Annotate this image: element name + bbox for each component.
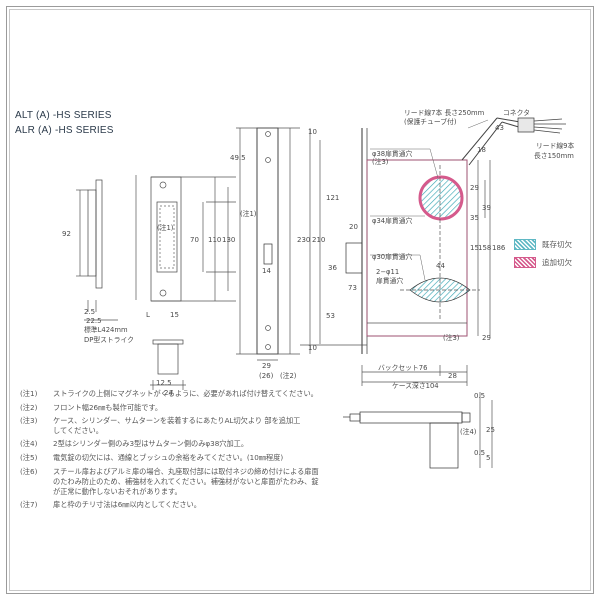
dim-39: 39 bbox=[482, 204, 491, 212]
note-1: (注1)ストライクの上側にマグネットがくるように、必要があれば付け替えてください… bbox=[20, 389, 318, 398]
dim-110: 110 bbox=[208, 236, 221, 244]
dim-49-5: 49.5 bbox=[230, 154, 246, 162]
dim-44: 44 bbox=[436, 262, 445, 270]
dimension-labels: 92 22.5 2.5 L 15 70 110 130 49.5 14 29 (… bbox=[62, 124, 506, 462]
dim-210: 210 bbox=[312, 236, 325, 244]
dim-15: 15 bbox=[170, 311, 179, 319]
callout-hole-11: 2−φ11 bbox=[376, 268, 399, 276]
dim-36: 36 bbox=[328, 264, 337, 272]
strike-side-view bbox=[76, 179, 118, 321]
note-5: (注5)電気錠の切欠には、通線とブッシュの余裕をみてください。(10㎜程度) bbox=[20, 453, 284, 462]
dim-35: 35 bbox=[470, 214, 479, 222]
note-6: (注6)スチール扉およびアルミ扉の場合、丸座取付部には取付ネジの締め付けによる扉… bbox=[20, 467, 319, 476]
lock-case-side-view bbox=[300, 117, 566, 386]
callout-backset: バックセット76 bbox=[378, 364, 427, 372]
dim-15r: 15 bbox=[470, 244, 479, 252]
lock-front-plate bbox=[236, 127, 300, 361]
dim-158: 158 bbox=[478, 244, 491, 252]
callout-striker-std: 標準L424mm bbox=[84, 325, 128, 334]
note-7: (注7)扉と枠のチリ寸法は6㎜以内としてください。 bbox=[20, 500, 201, 509]
callout-note1b: (注1) bbox=[240, 209, 257, 218]
dim-0-5b: 0.5 bbox=[474, 449, 485, 457]
callout-tube: (保護チューブ付) bbox=[404, 117, 457, 126]
legend-label-existing: 既存切欠 bbox=[542, 240, 572, 249]
dim-43: 43 bbox=[495, 124, 504, 132]
dim-L: L bbox=[146, 311, 150, 319]
callout-note3: (注3) bbox=[443, 333, 460, 342]
dim-18: 18 bbox=[477, 146, 486, 154]
callout-lead9-length: 長さ150mm bbox=[534, 152, 574, 160]
strike-bottom-view bbox=[150, 339, 186, 390]
dim-29: 29 bbox=[262, 362, 271, 370]
callout-note2: (注2) bbox=[280, 371, 297, 380]
cylinder-detail bbox=[343, 392, 493, 469]
note-3-cont: してください。 bbox=[53, 426, 103, 435]
dim-22-5: 22.5 bbox=[86, 317, 102, 325]
leader-lines bbox=[370, 119, 489, 281]
callout-note1: (注1) bbox=[157, 223, 174, 232]
callout-connector: コネクタ bbox=[503, 108, 530, 117]
dim-53: 53 bbox=[326, 312, 335, 320]
callout-hole-34: φ34扉貫通穴 bbox=[372, 216, 413, 225]
callout-hole-38: φ38扉貫通穴 bbox=[372, 149, 413, 158]
callout-note4: (注4) bbox=[460, 427, 477, 436]
note-4: (注4)2型はシリンダー側のみ3型はサムターン側のみφ38穴加工。 bbox=[20, 439, 249, 448]
dim-29b: 29 bbox=[482, 334, 491, 342]
dim-10a: 10 bbox=[308, 128, 317, 136]
dim-70: 70 bbox=[190, 236, 199, 244]
callout-lead9: リード線9本 bbox=[536, 141, 575, 150]
dim-92: 92 bbox=[62, 230, 71, 238]
legend-swatch-existing bbox=[514, 239, 536, 250]
dim-230: 230 bbox=[297, 236, 310, 244]
series-title-alt: ALT (A) -HS SERIES bbox=[15, 110, 112, 121]
callout-lead-wire: リード線7本 長さ250mm bbox=[404, 108, 485, 117]
dim-121: 121 bbox=[326, 194, 339, 202]
dim-20: 20 bbox=[349, 223, 358, 231]
dim-26: (26) bbox=[259, 372, 274, 380]
dim-186: 186 bbox=[492, 244, 506, 252]
dim-28: 28 bbox=[448, 372, 457, 380]
page-frame bbox=[6, 6, 594, 594]
note-3: (注3)ケース、シリンダー、サムターンを装着するにあたりAL切欠より 部を追加工 bbox=[20, 416, 301, 425]
dim-24: 24 bbox=[164, 389, 173, 397]
dim-10b: 10 bbox=[308, 344, 317, 352]
note-2: (注2)フロント幅26㎜も製作可能です。 bbox=[20, 403, 163, 412]
dim-12-5: 12.5 bbox=[156, 379, 172, 387]
callout-labels: リード線7本 長さ250mm (保護チューブ付) コネクタ リード線9本 長さ1… bbox=[84, 108, 575, 436]
callout-hole-30: φ30扉貫通穴 bbox=[372, 252, 413, 261]
dim-73: 73 bbox=[348, 284, 357, 292]
callout-striker-dp: DP型ストライク bbox=[84, 335, 134, 344]
series-title-alr: ALR (A) -HS SERIES bbox=[15, 125, 114, 136]
note-6-cont1: のたわみ防止のため、補強材を入れてください。補強材がないと扉面がたわみ、錠 bbox=[53, 477, 319, 486]
dim-25r: 25 bbox=[486, 426, 495, 434]
dim-2-5: 2.5 bbox=[84, 308, 95, 316]
dim-14: 14 bbox=[262, 267, 271, 275]
dim-5: 5 bbox=[486, 454, 490, 462]
callout-hole-38-note: (注3) bbox=[372, 157, 389, 166]
callout-hole-11b: 扉貫通穴 bbox=[376, 276, 403, 285]
callout-case-depth: ケース深さ104 bbox=[392, 381, 439, 390]
dim-29r: 29 bbox=[470, 184, 479, 192]
legend-label-added: 追加切欠 bbox=[542, 258, 572, 267]
legend-swatch-added bbox=[514, 257, 536, 268]
dim-0-5: 0.5 bbox=[474, 392, 485, 400]
strike-front-view bbox=[135, 175, 236, 302]
dim-130: 130 bbox=[222, 236, 235, 244]
note-6-cont2: が正常に動作しないおそれがあります。 bbox=[53, 487, 182, 496]
